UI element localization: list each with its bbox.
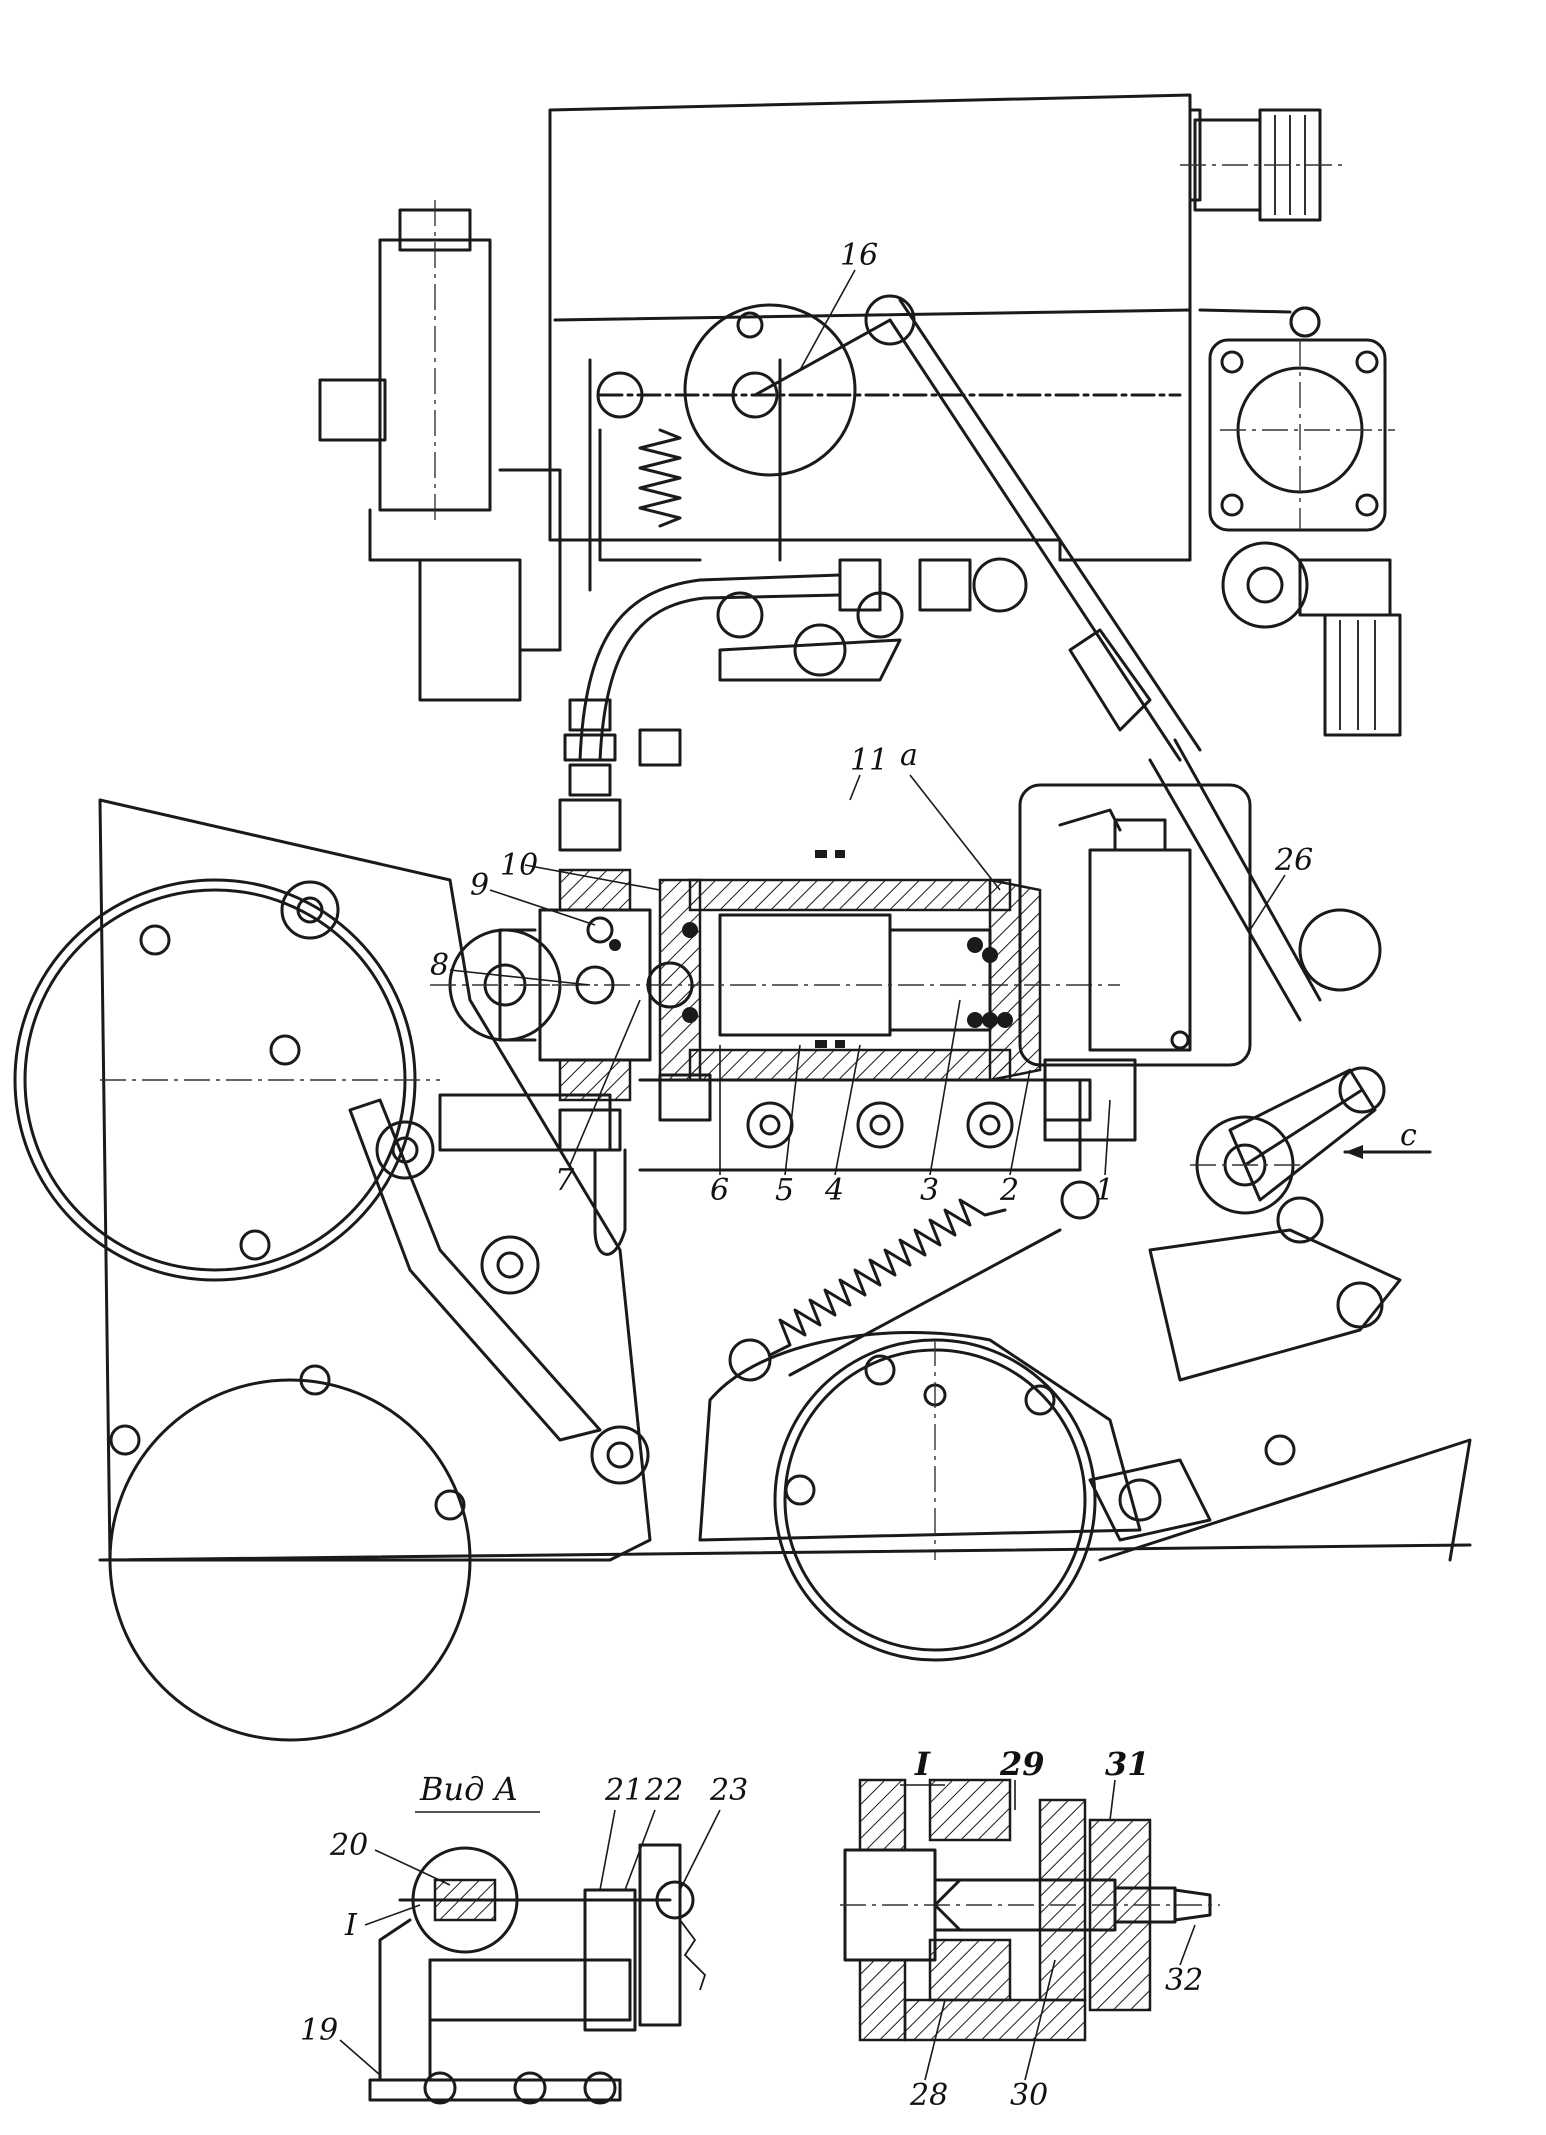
callout-3: 3	[920, 1173, 939, 1208]
callout-11: 11	[850, 743, 888, 778]
detail-i-label-32: 32	[1165, 1963, 1203, 1998]
view-a-title: Вид A	[419, 1770, 518, 1808]
callout-labels: 16 11 a 26 10 9 8 7 6 5 4 3 2 1 c	[430, 238, 1417, 1208]
right-flange	[1198, 306, 1402, 737]
upper-actuator	[318, 200, 562, 702]
cylinder-section	[520, 850, 1120, 1082]
view-a-label-19: 19	[300, 2013, 338, 2048]
callout-2: 2	[999, 1173, 1019, 1208]
left-valve	[430, 868, 712, 1256]
callout-16: 16	[840, 238, 878, 273]
view-a: Вид A 20 I 19 21 22 23	[300, 1770, 748, 2105]
left-housing-plate	[13, 798, 652, 1742]
callout-8: 8	[430, 948, 449, 983]
diagonal-rod	[1068, 628, 1322, 1022]
callout-1: 1	[1095, 1173, 1114, 1208]
callout-c: c	[1400, 1118, 1417, 1153]
tension-spring	[728, 1180, 1100, 1382]
detail-i-title: I	[914, 1745, 931, 1783]
view-a-label-I: I	[344, 1908, 358, 1943]
callout-26: 26	[1274, 843, 1313, 878]
electrical-box	[1018, 783, 1252, 1142]
gear-housing	[698, 1331, 1472, 1662]
callout-7: 7	[555, 1163, 575, 1198]
main-assembly	[13, 93, 1472, 1742]
pipe-line	[558, 557, 1028, 852]
callout-5: 5	[775, 1173, 794, 1208]
detail-i-label-29: 29	[999, 1745, 1045, 1783]
view-a-label-22: 22	[644, 1773, 683, 1808]
callout-a: a	[900, 738, 918, 773]
spring-coils	[682, 922, 1013, 1028]
lever-16-pivot	[588, 294, 1321, 762]
view-a-label-20: 20	[329, 1828, 368, 1863]
view-a-label-21: 21	[604, 1773, 643, 1808]
mount-plate	[638, 1078, 1082, 1172]
detail-i-label-28: 28	[909, 2078, 948, 2113]
top-housing	[548, 93, 1345, 562]
detail-i-label-30: 30	[1010, 2078, 1048, 2113]
detail-i-label-31: 31	[1105, 1745, 1150, 1783]
crank-lever	[1148, 908, 1432, 1382]
callout-4: 4	[824, 1173, 844, 1208]
detail-i: I 29 31 32 28 30	[840, 1745, 1220, 2113]
callout-9: 9	[470, 868, 489, 903]
callout-6: 6	[710, 1173, 729, 1208]
view-a-label-23: 23	[709, 1773, 748, 1808]
callout-10: 10	[500, 848, 538, 883]
